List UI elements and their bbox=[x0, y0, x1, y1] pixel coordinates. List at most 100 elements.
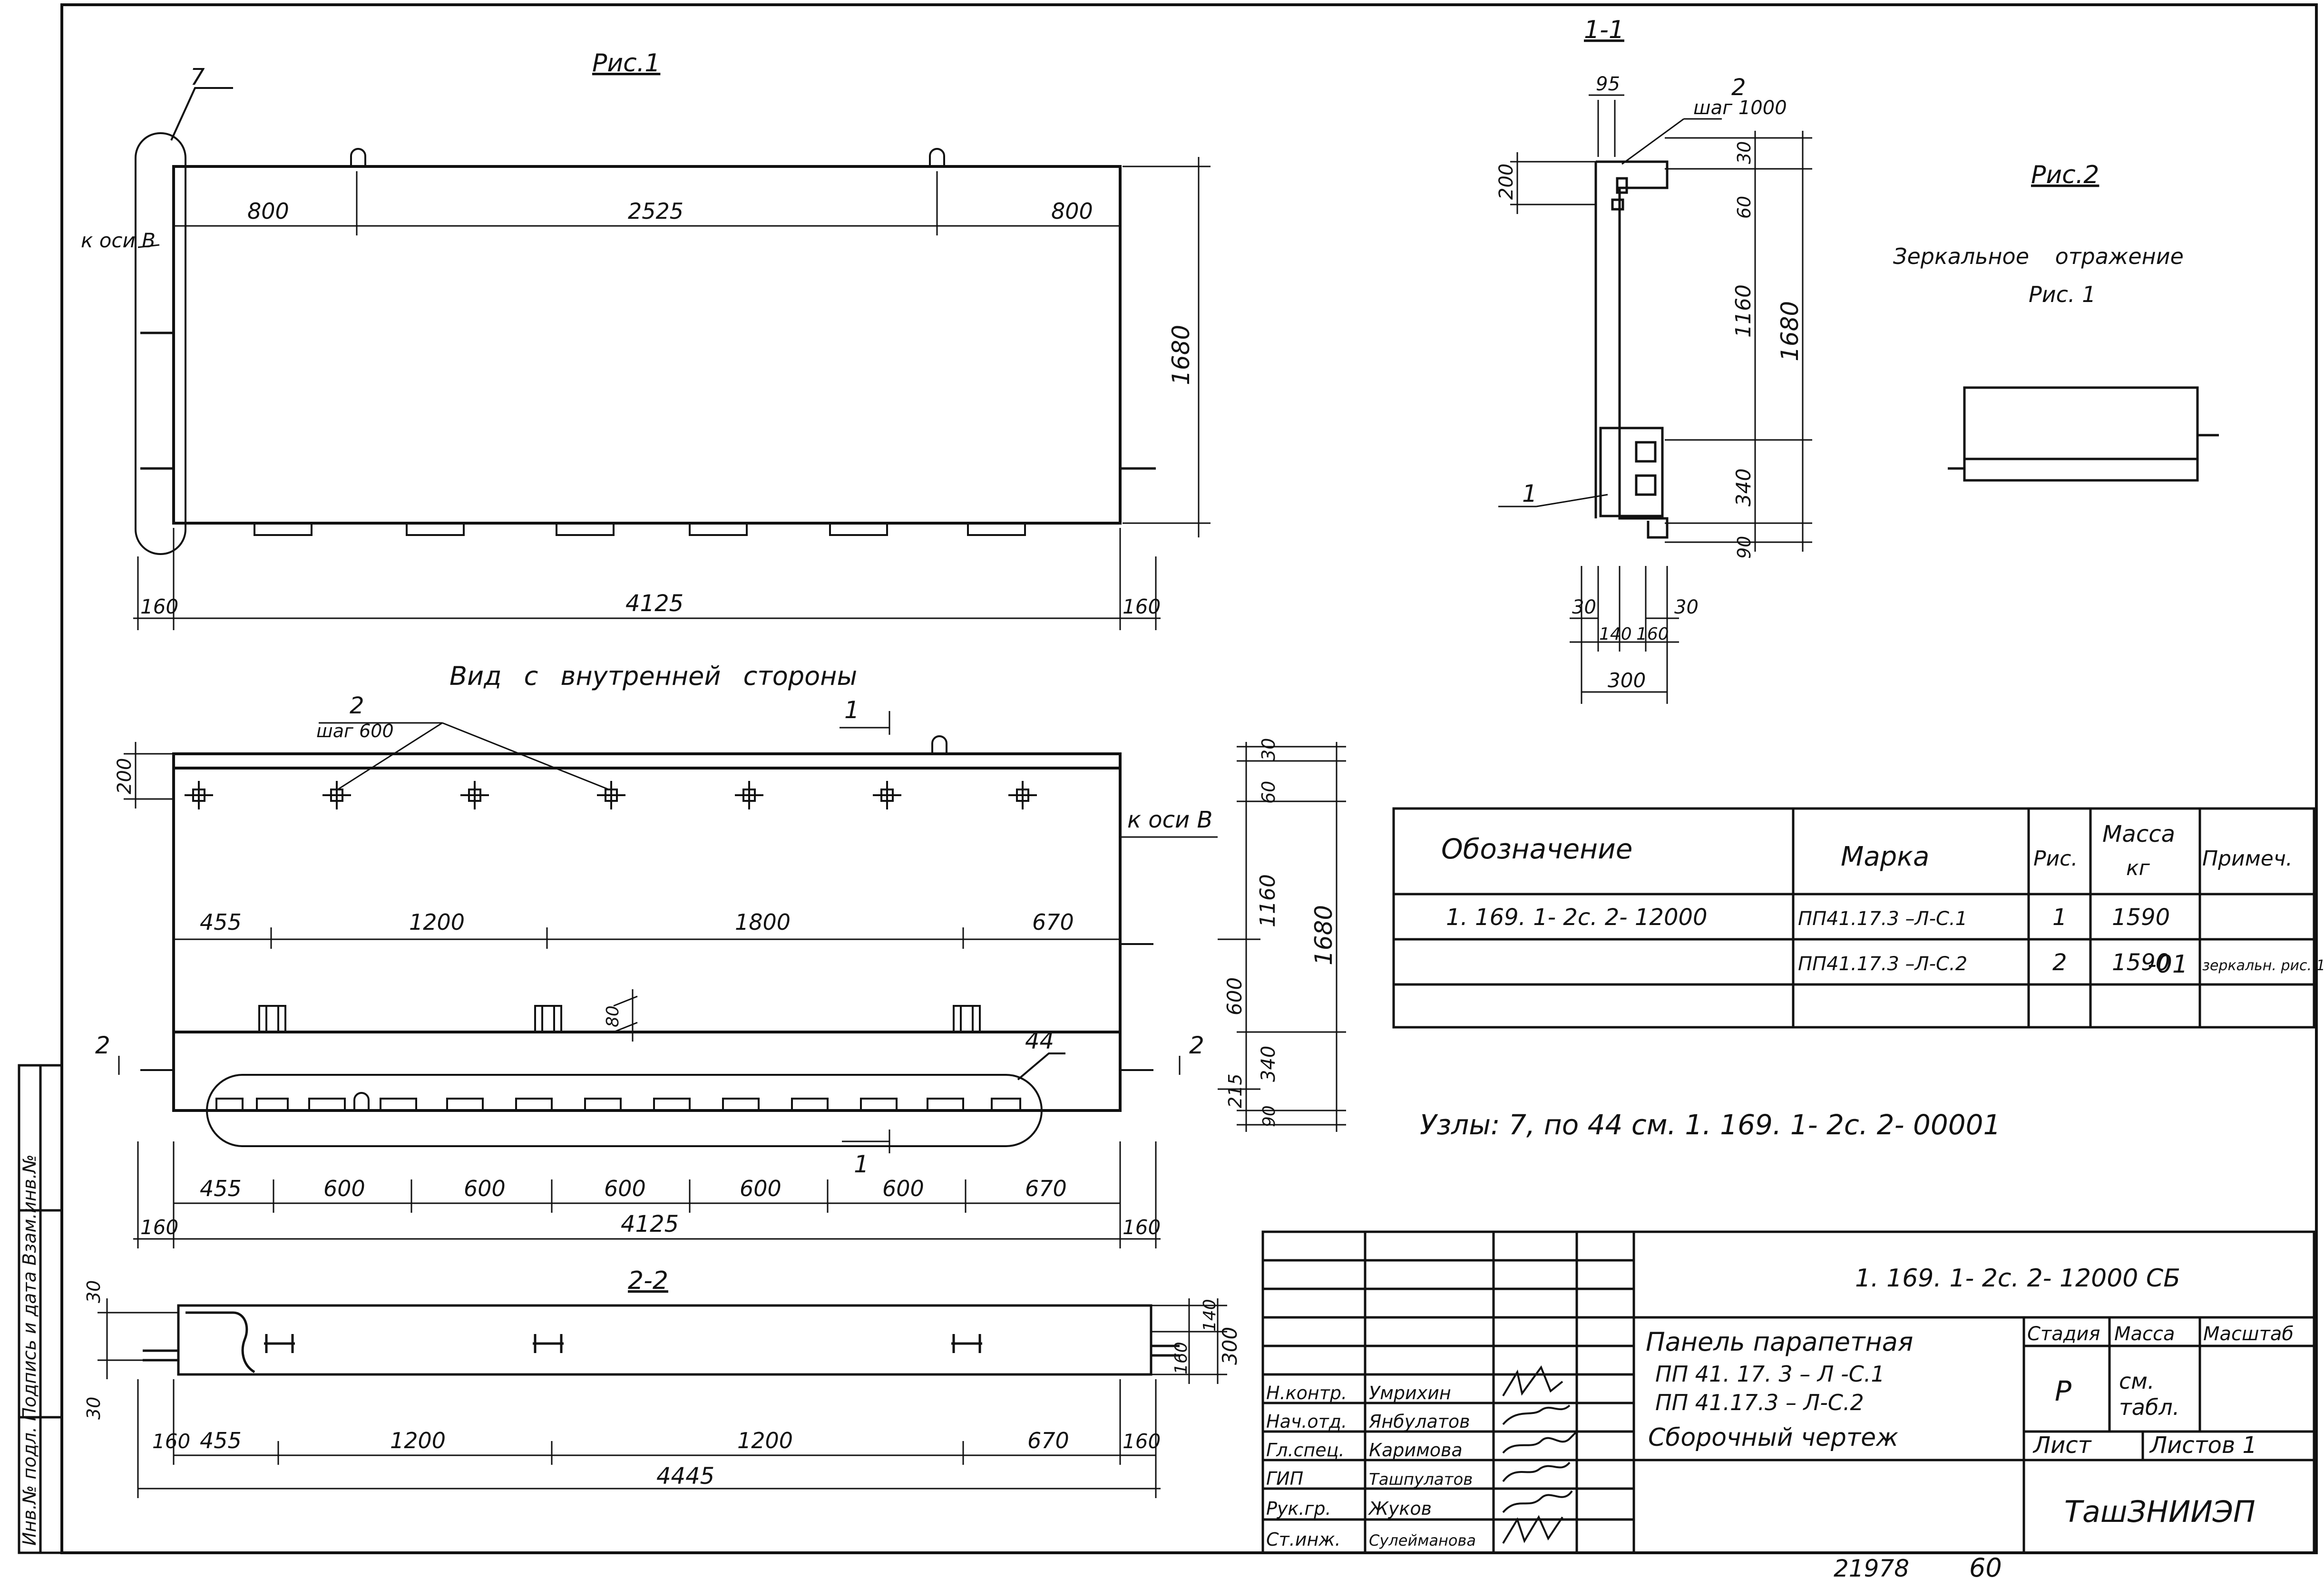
section11-dim-30-right: 30 bbox=[1674, 596, 1699, 618]
view-dim-60: 60 bbox=[1258, 781, 1279, 804]
view-bottom-dim-670: 670 bbox=[1025, 1176, 1067, 1201]
section22-dim-30-top: 30 bbox=[83, 1280, 104, 1303]
section11-dim-1160: 1160 bbox=[1731, 284, 1756, 338]
view-dim-160-left: 160 bbox=[140, 1216, 178, 1239]
view-bottom-dim-600-4: 600 bbox=[740, 1176, 781, 1201]
section11-dim-300: 300 bbox=[1608, 669, 1646, 692]
section11-dim-1680: 1680 bbox=[1776, 301, 1804, 361]
fig1-panel-outline bbox=[172, 165, 1122, 525]
view-inserts bbox=[258, 1005, 981, 1033]
stamp-text: Инв.№ подл. Подпись и дата Взам.инв.№ bbox=[19, 1154, 40, 1546]
tb-role-4: ГИП bbox=[1266, 1468, 1303, 1489]
spec-row1-mass: 1590 bbox=[2112, 904, 2170, 931]
sheet-frame bbox=[60, 3, 2318, 1554]
section22-dim-670: 670 bbox=[1027, 1428, 1069, 1453]
view-sec1-bottom: 1 bbox=[854, 1150, 869, 1178]
view-bottom-dim-600-3: 600 bbox=[604, 1176, 646, 1201]
tb-code: 1. 169. 1- 2с. 2- 12000 СБ bbox=[1855, 1264, 2180, 1293]
spec-header-fig: Рис. bbox=[2033, 847, 2078, 871]
title-block: 1. 169. 1- 2с. 2- 12000 СБ Панель парапе… bbox=[1261, 1230, 2315, 1554]
fig1-title: Рис.1 bbox=[592, 49, 660, 78]
fig1-dim-160-right: 160 bbox=[1123, 595, 1161, 618]
tb-name-b: Янбулатов bbox=[1368, 1411, 1470, 1432]
fig1: Рис.1 7 к оси В 800 bbox=[81, 49, 1211, 630]
view-dim-80-line bbox=[613, 989, 638, 1042]
section11-dim-340: 340 bbox=[1732, 468, 1755, 507]
view-sec2-left: 2 bbox=[95, 1032, 110, 1059]
title-block-grid bbox=[1261, 1230, 2315, 1554]
spec-header-mass: Масса bbox=[2102, 821, 2175, 847]
section11-item1: 1 bbox=[1522, 480, 1537, 507]
section22-dim-455: 455 bbox=[200, 1428, 242, 1453]
view-right-dims bbox=[1218, 742, 1346, 1132]
tb-name-e: Жуков bbox=[1368, 1498, 1432, 1519]
view-dim-30: 30 bbox=[1258, 738, 1279, 761]
fig2-panel bbox=[1948, 386, 2219, 482]
spec-row1-fig: 1 bbox=[2052, 904, 2067, 931]
tb-mass-2: табл. bbox=[2119, 1394, 2179, 1420]
view-dim-4125: 4125 bbox=[621, 1211, 679, 1237]
view-dim-90: 90 bbox=[1260, 1105, 1279, 1127]
view-title: Вид с внутренней стороны bbox=[449, 661, 857, 691]
spec-row2-mark: ПП41.17.3 –Л-С.2 bbox=[1798, 953, 1967, 975]
fig1-top-dim-line bbox=[174, 171, 1120, 235]
node7-callout bbox=[135, 87, 233, 555]
footer-format: 60 bbox=[1969, 1553, 2002, 1578]
nodes-note: Узлы: 7, по 44 см. 1. 169. 1- 2с. 2- 000… bbox=[1420, 1109, 2001, 1141]
view-dim-1680: 1680 bbox=[1310, 905, 1338, 965]
section22-dim-140: 140 bbox=[1200, 1299, 1220, 1332]
view-bottom-dim-600-1: 600 bbox=[323, 1176, 365, 1201]
view-top-dim-line bbox=[174, 927, 1120, 949]
node7-label: 7 bbox=[190, 64, 205, 90]
tb-role-2: Нач.отд. bbox=[1266, 1411, 1347, 1432]
view-ties bbox=[140, 943, 1153, 1071]
node44-callout bbox=[206, 1052, 1065, 1147]
view-bottom-dims bbox=[133, 1141, 1161, 1248]
tb-name-2: ПП 41. 17. 3 – Л -С.1 bbox=[1655, 1361, 1885, 1387]
tb-name-4: Сборочный чертеж bbox=[1648, 1423, 1898, 1452]
tb-name-d: Ташпулатов bbox=[1369, 1470, 1473, 1489]
fig2-caption2: Рис. 1 bbox=[2029, 282, 2096, 307]
section22-dim-1200-2: 1200 bbox=[737, 1428, 793, 1453]
view-leaders bbox=[118, 711, 1218, 1153]
view-embedded-plates bbox=[185, 781, 1037, 809]
section11-profile bbox=[1594, 160, 1669, 539]
view-bottom-dim-600-5: 600 bbox=[882, 1176, 924, 1201]
tb-sheets: Листов 1 bbox=[2149, 1432, 2257, 1459]
section22-dim-160-right: 160 bbox=[1123, 1430, 1161, 1453]
inner-view: Вид с внутренней стороны bbox=[95, 661, 1346, 1248]
section-1-1: 1-1 bbox=[1495, 16, 1812, 704]
tb-role-5: Рук.гр. bbox=[1266, 1498, 1331, 1519]
view-dim-600: 600 bbox=[1223, 977, 1246, 1015]
tb-name-3: ПП 41.17.3 – Л-С.2 bbox=[1655, 1390, 1864, 1415]
spec-row2-note: зеркальн. рис. 1 bbox=[2202, 957, 2324, 974]
fig1-dim-800-right: 800 bbox=[1051, 198, 1093, 224]
view-dim-80: 80 bbox=[603, 1005, 623, 1027]
tb-org: ТашЗНИИЭП bbox=[2064, 1494, 2256, 1529]
section22-dim-4445: 4445 bbox=[656, 1463, 714, 1490]
spec-row2-designation: -01 bbox=[2148, 950, 2188, 979]
view-dim-1160: 1160 bbox=[1256, 874, 1280, 927]
spec-row2-fig: 2 bbox=[2052, 949, 2067, 976]
spec-row1-mark: ПП41.17.3 –Л-С.1 bbox=[1798, 908, 1967, 930]
view-dim-340: 340 bbox=[1258, 1046, 1279, 1082]
fig2-title: Рис.2 bbox=[2031, 161, 2099, 189]
spec-header-note: Примеч. bbox=[2202, 847, 2293, 871]
section11-dim-200: 200 bbox=[1495, 164, 1517, 200]
tb-sheet: Лист bbox=[2032, 1432, 2092, 1459]
view-dim-1200: 1200 bbox=[409, 909, 465, 935]
section11-dims bbox=[1498, 94, 1812, 704]
tb-mass: см. bbox=[2119, 1368, 2155, 1394]
view-left-dim bbox=[124, 742, 174, 808]
tb-name-a: Умрихин bbox=[1369, 1383, 1451, 1403]
view-sec1-top: 1 bbox=[844, 696, 859, 724]
fig1-dim-800-left: 800 bbox=[247, 198, 289, 224]
left-stamp-strip bbox=[18, 1064, 63, 1554]
tb-stage: Р bbox=[2055, 1375, 2071, 1407]
spec-row2-mass: 1590 bbox=[2112, 949, 2170, 976]
view-dim-160-right: 160 bbox=[1123, 1216, 1161, 1239]
tb-role-6: Ст.инж. bbox=[1266, 1529, 1341, 1550]
view-bottom-teeth bbox=[215, 1098, 1021, 1110]
tb-mass-header: Масса bbox=[2114, 1323, 2175, 1345]
